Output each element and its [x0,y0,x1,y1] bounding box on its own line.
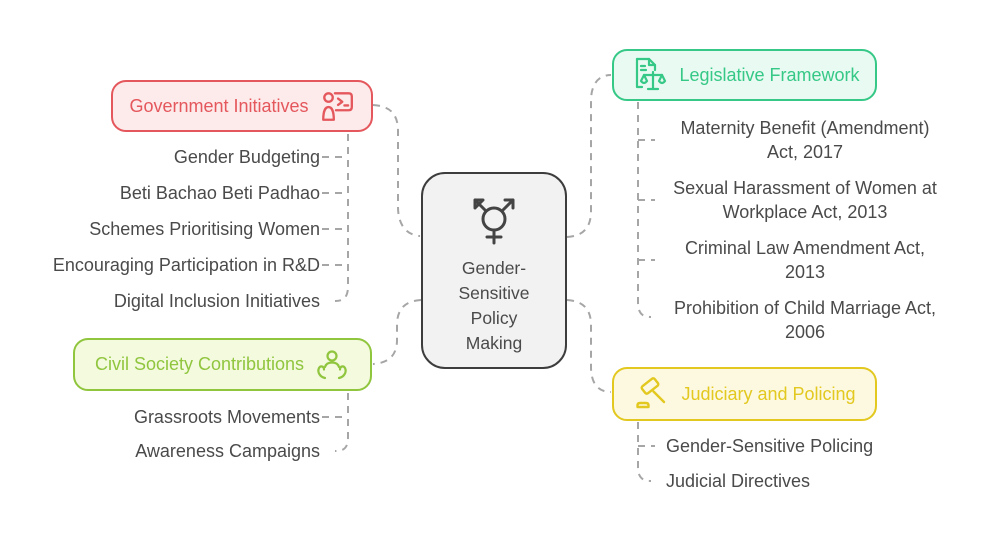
branch-judiciary-and-policing: Judiciary and Policing [612,367,877,421]
hands-person-icon [317,349,347,379]
item-schemes-prioritising-women: Schemes Prioritising Women [89,219,320,239]
item-encouraging-participation-rd: Encouraging Participation in R&D [52,255,320,275]
item-maternity-benefit-act: Maternity Benefit (Amendment) Act, 2017 [680,118,930,162]
transgender-icon [473,198,515,245]
item-gender-sensitive-policing: Gender-Sensitive Policing [666,436,874,456]
item-grassroots-movements: Grassroots Movements [133,407,320,427]
presenter-board-icon [321,92,353,121]
item-gender-budgeting: Gender Budgeting [173,147,320,167]
branch-civil-society-contributions: Civil Society Contributions [73,338,372,391]
branch-legislative-framework: Legislative Framework [612,49,877,101]
branch-government-label: Government Initiatives [129,95,309,116]
branch-government-initiatives: Government Initiatives [111,80,373,132]
branch-judiciary-label: Judiciary and Policing [681,383,856,404]
branch-civil-society-label: Civil Society Contributions [94,354,305,374]
gavel-icon [636,377,666,409]
center-node-gender-sensitive-policy-making: Gender- Sensitive Policy Making [421,172,567,369]
center-node-title: Gender- Sensitive Policy Making [458,258,530,353]
document-scales-icon [636,57,667,91]
item-digital-inclusion-initiatives: Digital Inclusion Initiatives [113,291,320,311]
branch-legislative-label: Legislative Framework [679,64,860,85]
item-judicial-directives: Judicial Directives [666,471,811,491]
item-beti-bachao-beti-padhao: Beti Bachao Beti Padhao [119,183,320,203]
item-criminal-law-amendment-act: Criminal Law Amendment Act, 2013 [684,238,926,282]
item-sexual-harassment-act: Sexual Harassment of Women at Workplace … [673,178,937,222]
item-prohibition-child-marriage-act: Prohibition of Child Marriage Act, 2006 [673,298,937,342]
item-awareness-campaigns: Awareness Campaigns [135,441,320,461]
